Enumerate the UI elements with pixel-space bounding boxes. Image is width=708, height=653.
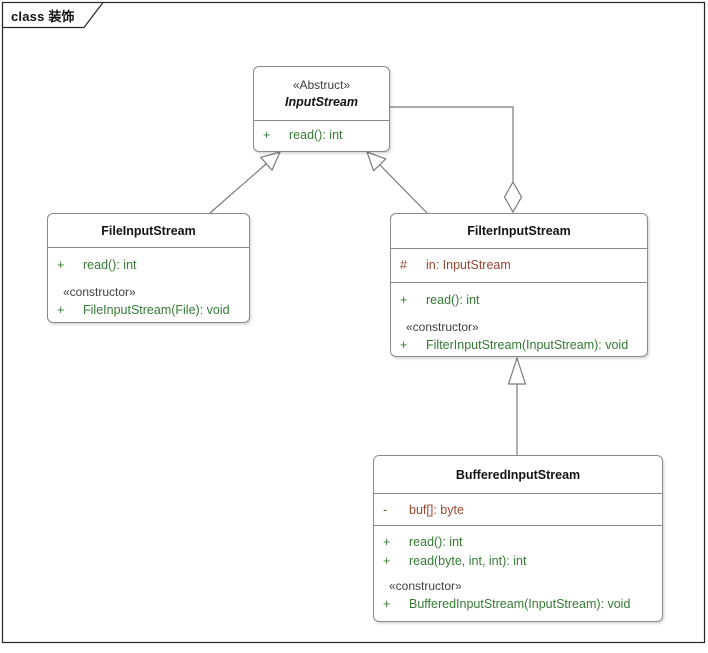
- attribute-row[interactable]: - buf[]: byte: [374, 501, 662, 520]
- visibility-symbol: +: [383, 597, 391, 611]
- constructor-signature: BufferedInputStream(InputStream): void: [409, 597, 631, 611]
- method-signature: read(): int: [289, 128, 343, 142]
- class-node-bufferedinputstream[interactable]: BufferedInputStream - buf[]: byte + read…: [373, 455, 663, 622]
- class-node-inputstream[interactable]: «Abstruct» InputStream + read(): int: [253, 66, 390, 152]
- attribute-row[interactable]: # in: InputStream: [391, 256, 647, 275]
- method-row[interactable]: + read(): int: [254, 126, 389, 145]
- class-title-compartment: «Abstruct» InputStream: [254, 67, 389, 121]
- aggregation-diamond-icon: [503, 180, 523, 214]
- constructor-row[interactable]: + FilterInputStream(InputStream): void: [391, 336, 647, 355]
- class-title-compartment: FilterInputStream: [391, 214, 647, 249]
- class-stereotype: «Abstruct»: [292, 77, 351, 92]
- frame-label: class 装饰: [11, 9, 75, 24]
- method-row[interactable]: + read(): int: [391, 291, 647, 310]
- method-row[interactable]: + read(): int: [48, 256, 249, 275]
- attributes-compartment: - buf[]: byte: [374, 494, 662, 526]
- aggregation-filter-inputstream-line[interactable]: [390, 106, 514, 182]
- generalization-filter-to-inputstream-line[interactable]: [379, 164, 428, 214]
- generalization-filter-arrowhead-icon: [366, 150, 387, 172]
- method-signature: read(byte, int, int): int: [409, 554, 527, 568]
- attributes-compartment: # in: InputStream: [391, 249, 647, 283]
- method-signature: read(): int: [409, 535, 463, 549]
- constructor-signature: FilterInputStream(InputStream): void: [426, 338, 629, 352]
- constructor-stereotype-label: «constructor»: [389, 579, 462, 593]
- constructor-stereotype-label: «constructor»: [63, 285, 136, 299]
- class-name: FilterInputStream: [467, 224, 571, 238]
- visibility-symbol: +: [400, 293, 408, 307]
- generalization-file-arrowhead-icon: [259, 151, 282, 172]
- class-title-compartment: BufferedInputStream: [374, 456, 662, 494]
- generalization-buffered-arrowhead-icon: [507, 356, 527, 385]
- method-signature: read(): int: [426, 293, 480, 307]
- method-row[interactable]: + read(byte, int, int): int: [374, 552, 662, 571]
- methods-compartment: + read(): int: [254, 121, 389, 145]
- methods-compartment: + read(): int «constructor» + FilterInpu…: [391, 283, 647, 355]
- method-signature: read(): int: [83, 258, 137, 272]
- methods-compartment: + read(): int + read(byte, int, int): in…: [374, 526, 662, 614]
- visibility-symbol: -: [383, 503, 388, 517]
- attribute-signature: buf[]: byte: [409, 503, 464, 517]
- method-row[interactable]: + read(): int: [374, 533, 662, 552]
- class-name: InputStream: [285, 94, 358, 109]
- attribute-signature: in: InputStream: [426, 258, 511, 272]
- visibility-symbol: #: [400, 258, 407, 272]
- generalization-file-to-inputstream-line[interactable]: [209, 163, 267, 214]
- constructor-row[interactable]: + BufferedInputStream(InputStream): void: [374, 595, 662, 614]
- class-node-filterinputstream[interactable]: FilterInputStream # in: InputStream + re…: [390, 213, 648, 357]
- visibility-symbol: +: [383, 554, 391, 568]
- visibility-symbol: +: [57, 303, 65, 317]
- diagram-frame-tab: [2, 2, 104, 29]
- visibility-symbol: +: [383, 535, 391, 549]
- class-name: FileInputStream: [101, 223, 196, 238]
- visibility-symbol: +: [400, 338, 408, 352]
- constructor-signature: FileInputStream(File): void: [83, 303, 230, 317]
- constructor-stereotype-label: «constructor»: [406, 320, 479, 334]
- methods-compartment: + read(): int «constructor» + FileInputS…: [48, 248, 249, 320]
- visibility-symbol: +: [57, 258, 65, 272]
- class-node-fileinputstream[interactable]: FileInputStream + read(): int «construct…: [47, 213, 250, 323]
- constructor-row[interactable]: + FileInputStream(File): void: [48, 301, 249, 320]
- visibility-symbol: +: [263, 128, 271, 142]
- class-title-compartment: FileInputStream: [48, 214, 249, 248]
- class-name: BufferedInputStream: [455, 467, 581, 482]
